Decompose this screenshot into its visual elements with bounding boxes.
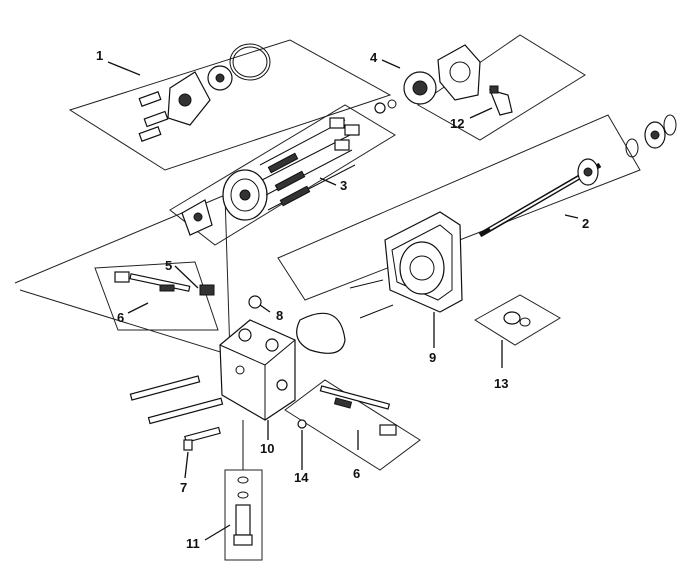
leader-7	[184, 451, 189, 479]
relief-valve-6a	[114, 271, 191, 292]
leader-11	[204, 524, 231, 541]
group-box-3	[169, 104, 396, 246]
callout-13: 13	[494, 376, 508, 391]
washer-13	[503, 311, 531, 327]
callout-2: 2	[582, 216, 589, 231]
leader-3	[319, 177, 337, 186]
callout-14: 14	[294, 470, 309, 485]
relief-valve-6b	[319, 385, 397, 436]
group-box-6a	[94, 261, 219, 331]
cover-assembly	[138, 43, 271, 142]
callout-6b: 6	[353, 466, 360, 481]
callout-9: 9	[429, 350, 436, 365]
bolts-7	[129, 375, 224, 451]
callout-1: 1	[96, 48, 103, 63]
bearing-housing-assembly	[403, 44, 513, 116]
callout-11: 11	[186, 536, 200, 551]
callout-6a: 6	[117, 310, 124, 325]
callout-4: 4	[370, 50, 378, 65]
callout-7: 7	[180, 480, 187, 495]
leader-12	[469, 107, 493, 119]
group-box-2	[277, 114, 641, 301]
shaft-assembly	[478, 114, 677, 238]
group-box-12	[417, 34, 586, 141]
cartridge-valve-11	[233, 420, 253, 546]
group-box-1	[68, 39, 392, 171]
valve-block	[219, 312, 346, 421]
leader-2	[564, 214, 579, 219]
group-box-11	[224, 469, 263, 561]
callout-12: 12	[450, 116, 464, 131]
leader-8	[259, 304, 271, 313]
group-box-13	[474, 294, 561, 346]
group-box-large	[14, 194, 231, 356]
callout-5: 5	[165, 258, 172, 273]
callout-8: 8	[276, 308, 283, 323]
fitting-14	[297, 419, 307, 429]
main-housing	[349, 211, 463, 319]
callout-10: 10	[260, 441, 274, 456]
leader-4	[381, 59, 401, 69]
tag-plate-5	[199, 284, 215, 296]
leader-1	[107, 61, 141, 76]
callout-3: 3	[340, 178, 347, 193]
rotating-group	[181, 99, 397, 236]
group-box-6b	[284, 379, 421, 471]
plug-8	[248, 295, 262, 309]
leader-6a	[127, 302, 149, 314]
leader-5	[174, 265, 199, 289]
